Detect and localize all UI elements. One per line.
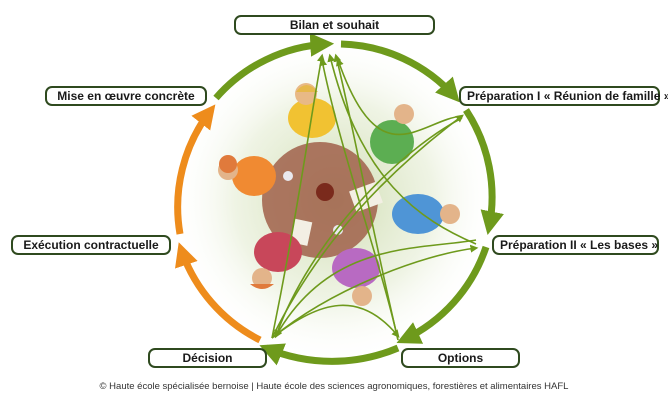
arrow-execution-to-mise: [174, 104, 216, 235]
person-blue: [392, 194, 460, 234]
stage-options[interactable]: Options: [401, 348, 520, 368]
arrow-bilan-to-prep1: [340, 40, 460, 103]
arrow-prep2-to-options: [396, 245, 490, 344]
cycle-arrows: [174, 32, 504, 366]
stage-decision[interactable]: Décision: [148, 348, 267, 368]
arrow-mise-to-bilan: [213, 32, 335, 101]
person-green: [370, 104, 414, 164]
stage-mise-en-oeuvre[interactable]: Mise en œuvre concrète: [45, 86, 207, 106]
arrow-decision-to-execution: [175, 242, 262, 344]
arrow-options-to-decision: [259, 343, 400, 366]
arrow-prep1-to-prep2: [463, 108, 504, 236]
interconnection-arrows: [271, 53, 479, 341]
person-orange: [218, 155, 276, 196]
stage-preparation-2[interactable]: Préparation II « Les bases »: [492, 235, 659, 255]
copyright-notice: © Haute école spécialisée bernoise | Hau…: [99, 381, 569, 392]
family-table-illustration: [218, 83, 460, 306]
stage-execution-contractuelle[interactable]: Exécution contractuelle: [11, 235, 171, 255]
stage-bilan-et-souhait[interactable]: Bilan et souhait: [234, 15, 435, 35]
stage-preparation-1[interactable]: Préparation I « Réunion de famille »: [459, 86, 668, 106]
